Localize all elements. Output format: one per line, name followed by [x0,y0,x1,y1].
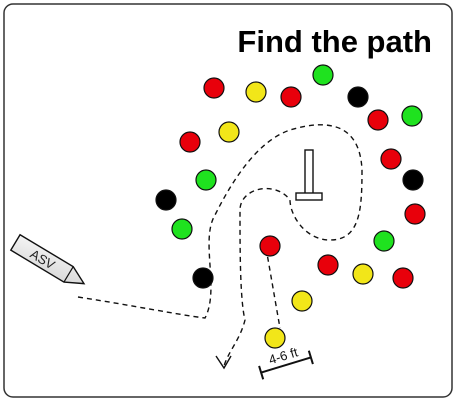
buoy-yellow [291,290,313,312]
buoy-yellow [245,81,267,103]
buoy-red [404,203,426,225]
buoy-green [373,230,395,252]
buoy-green [401,105,423,127]
buoy-black [402,169,424,191]
path-arrowhead [215,355,232,370]
buoy-yellow [352,263,374,285]
buoy-black [347,86,369,108]
buoy-green [195,169,217,191]
buoy-red [380,148,402,170]
gate-pole [304,149,314,196]
buoy-yellow [264,327,286,349]
buoy-black [192,267,214,289]
buoy-red [280,86,302,108]
gate-pole-base [295,192,323,201]
buoy-black [155,189,177,211]
buoy-green [171,218,193,240]
buoy-green [312,64,334,86]
buoy-red [317,254,339,276]
buoy-red [203,77,225,99]
diagram-title: Find the path [237,24,432,59]
buoy-red [392,267,414,289]
buoy-red [179,131,201,153]
buoy-red [367,109,389,131]
diagram-frame [3,3,453,398]
buoy-yellow [218,121,240,143]
buoy-red [259,235,281,257]
dashed-path-branch [265,247,281,329]
